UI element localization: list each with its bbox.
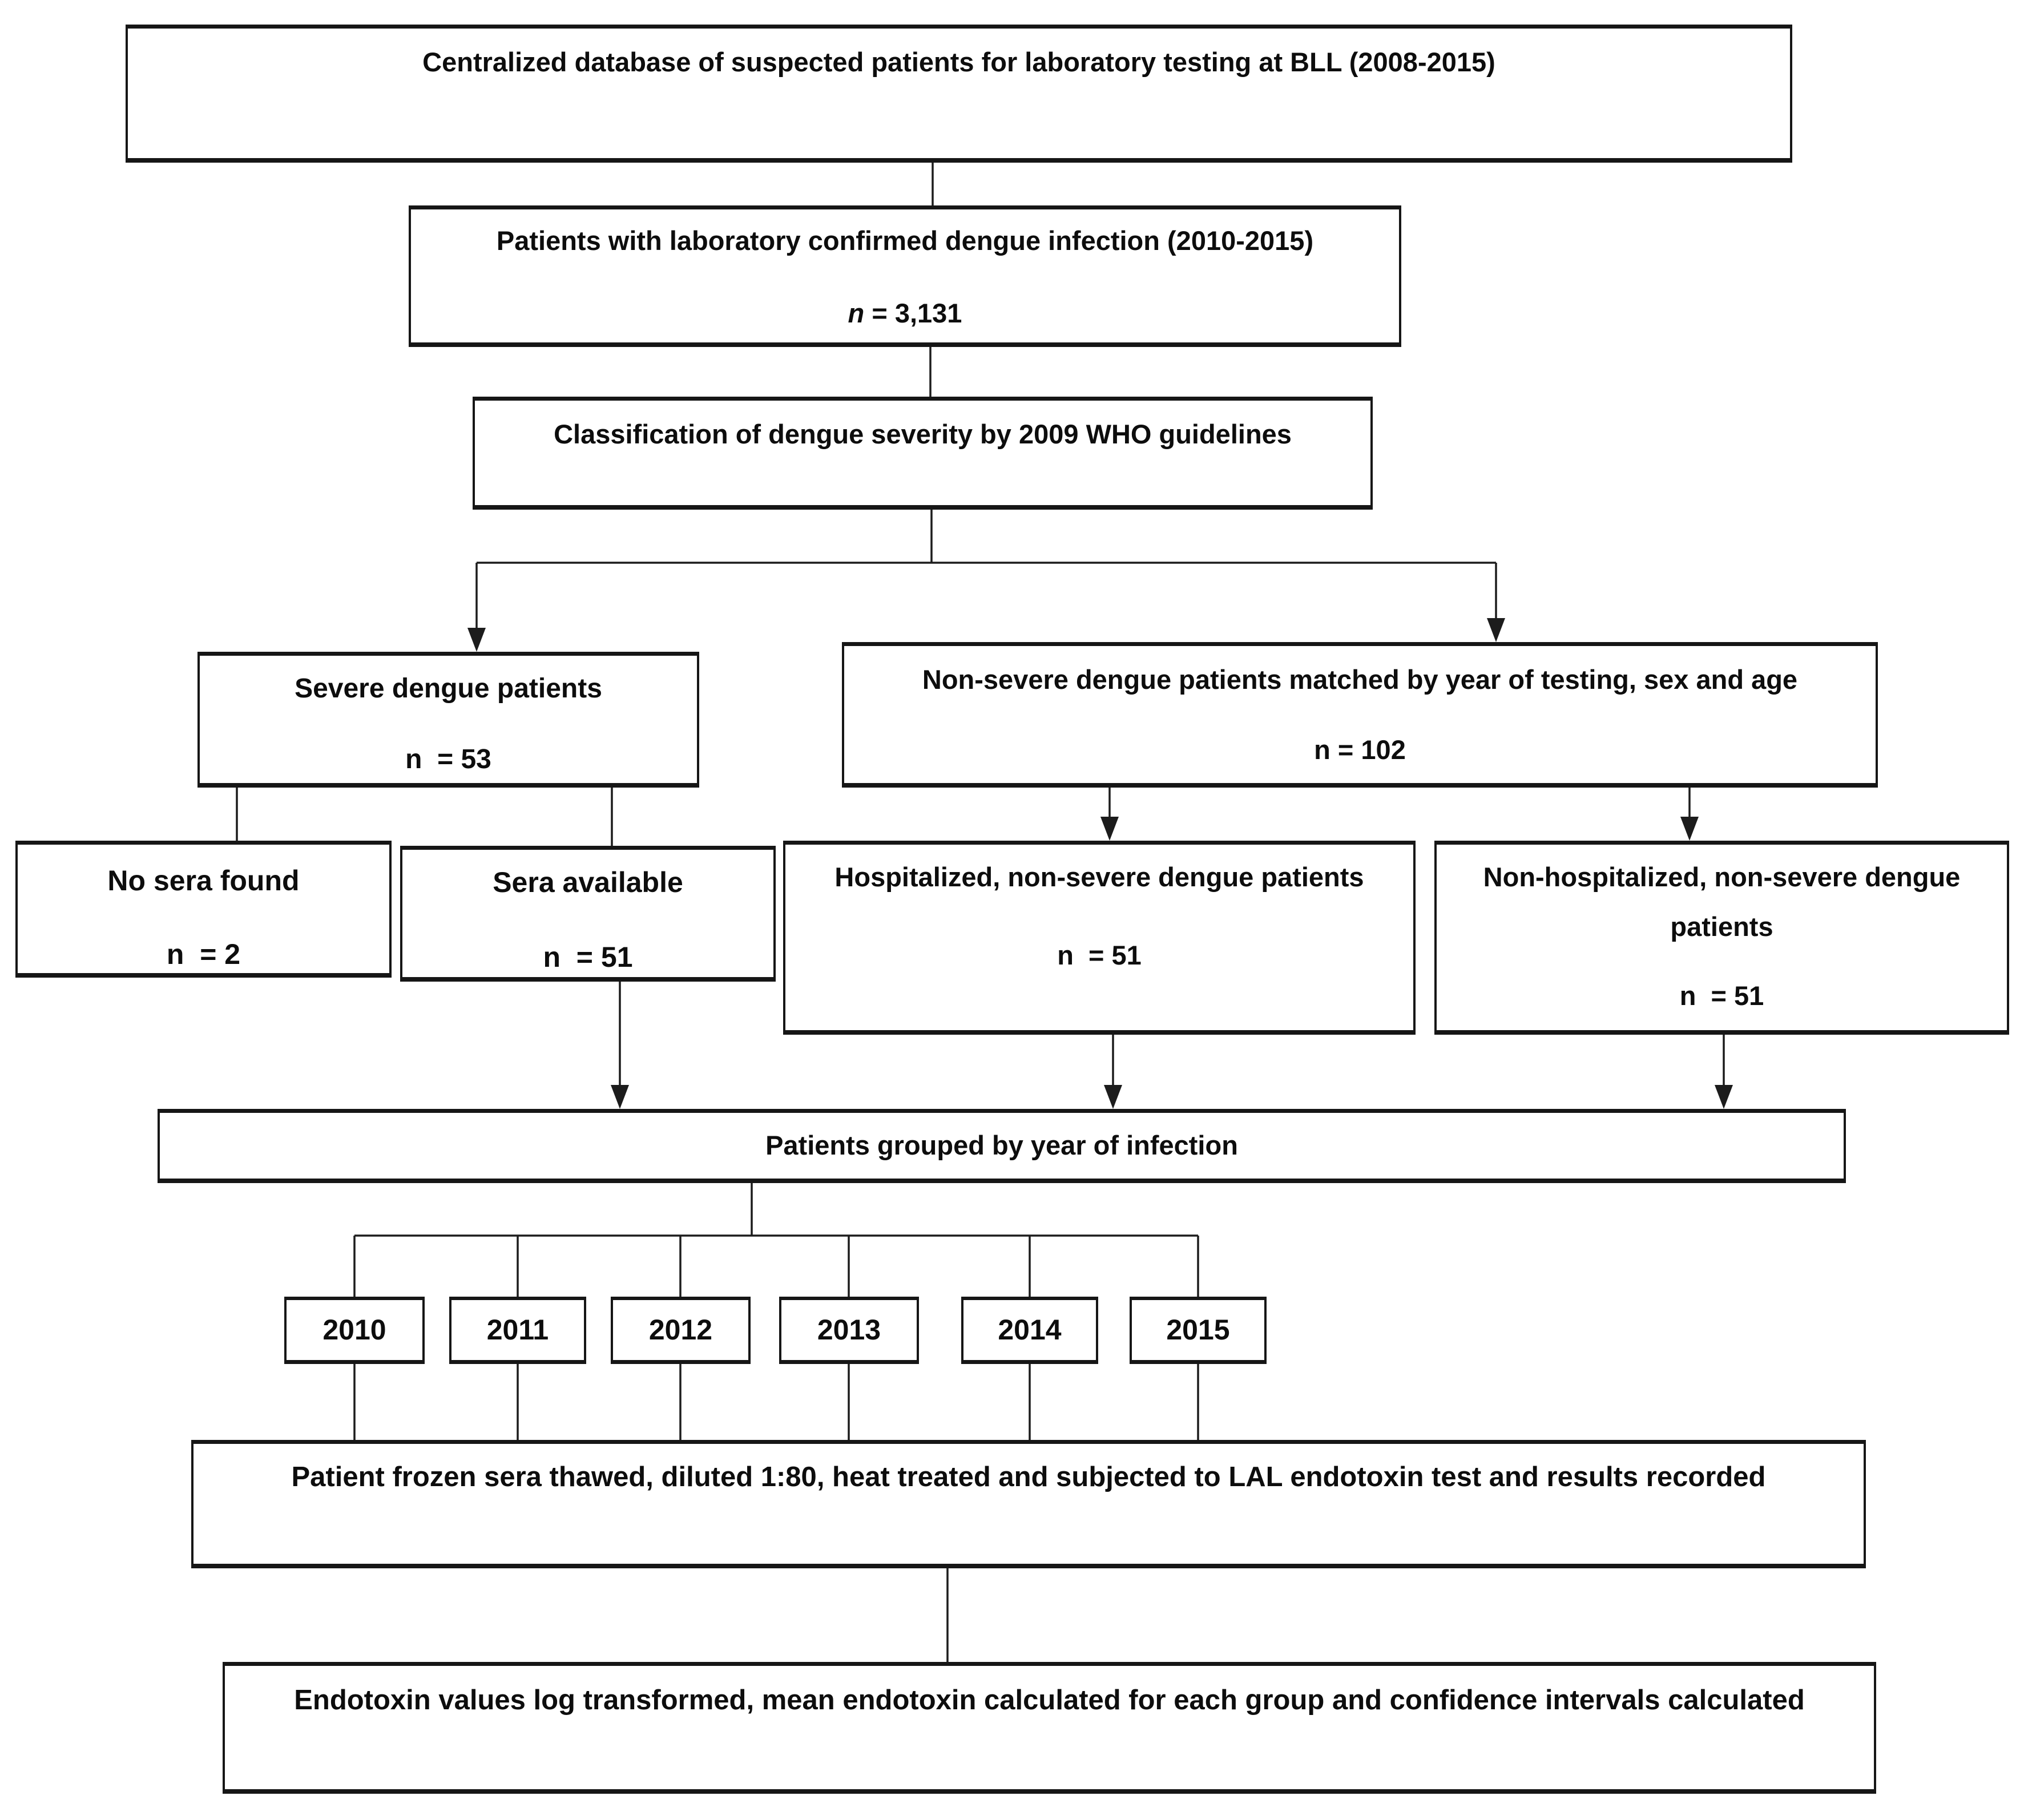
box-non-hospitalized: Non-hospitalized, non-severe dengue pati… (1434, 841, 2009, 1035)
year-label: 2015 (1166, 1314, 1230, 1346)
year-box-2014: 2014 (961, 1297, 1098, 1364)
box-non-hospitalized-text1: Non-hospitalized, non-severe dengue (1483, 862, 1961, 892)
year-box-2015: 2015 (1130, 1297, 1267, 1364)
box-hospitalized-n: n = 51 (1057, 939, 1142, 970)
box-no-sera-text: No sera found (107, 865, 300, 897)
box-endotoxin: Endotoxin values log transformed, mean e… (223, 1662, 1876, 1794)
n-value: = 3,131 (864, 297, 962, 328)
arrowhead (1487, 618, 1505, 642)
box-severe-text: Severe dengue patients (295, 673, 602, 704)
box-lal-test: Patient frozen sera thawed, diluted 1:80… (191, 1440, 1866, 1568)
year-label: 2012 (648, 1314, 713, 1346)
year-label: 2011 (486, 1314, 549, 1346)
box-sera-available: Sera available n = 51 (400, 846, 776, 982)
year-label: 2014 (998, 1314, 1062, 1346)
year-label: 2013 (817, 1314, 881, 1346)
box-non-hospitalized-text2: patients (1670, 911, 1773, 942)
box-lal-test-text: Patient frozen sera thawed, diluted 1:80… (291, 1462, 1766, 1492)
arrowhead (1715, 1085, 1733, 1109)
box-grouped-by-year: Patients grouped by year of infection (158, 1109, 1846, 1183)
box-confirmed-text: Patients with laboratory confirmed dengu… (496, 225, 1314, 256)
box-severe: Severe dengue patients n = 53 (197, 652, 699, 788)
box-classification-text: Classification of dengue severity by 200… (554, 419, 1292, 449)
box-hospitalized-text: Hospitalized, non-severe dengue patients (834, 862, 1364, 892)
arrowhead (467, 628, 486, 652)
box-confirmed: Patients with laboratory confirmed dengu… (409, 205, 1401, 347)
box-confirmed-n: n = 3,131 (848, 297, 962, 330)
box-hospitalized: Hospitalized, non-severe dengue patients… (783, 841, 1416, 1035)
box-classification: Classification of dengue severity by 200… (473, 397, 1373, 510)
box-database: Centralized database of suspected patien… (126, 25, 1792, 163)
box-non-severe-n: n = 102 (1314, 734, 1406, 765)
arrowhead (1680, 817, 1699, 841)
arrowhead (1104, 1085, 1122, 1109)
year-box-2012: 2012 (611, 1297, 751, 1364)
year-label: 2010 (322, 1314, 386, 1346)
arrowhead (1100, 817, 1119, 841)
year-box-2011: 2011 (449, 1297, 586, 1364)
box-endotoxin-text: Endotoxin values log transformed, mean e… (294, 1685, 1805, 1716)
box-non-severe-text: Non-severe dengue patients matched by ye… (922, 664, 1798, 695)
year-box-2013: 2013 (779, 1297, 919, 1364)
box-sera-available-n: n = 51 (543, 941, 633, 973)
arrowhead (611, 1085, 629, 1109)
box-non-hospitalized-n: n = 51 (1679, 980, 1764, 1011)
n-symbol: n (848, 297, 865, 328)
box-severe-n: n = 53 (405, 744, 491, 774)
year-box-2010: 2010 (284, 1297, 425, 1364)
box-non-severe: Non-severe dengue patients matched by ye… (842, 642, 1878, 788)
box-no-sera-n: n = 2 (166, 938, 241, 970)
box-sera-available-text: Sera available (493, 866, 683, 898)
box-database-text: Centralized database of suspected patien… (422, 47, 1495, 77)
box-no-sera: No sera found n = 2 (15, 841, 392, 978)
box-grouped-by-year-text: Patients grouped by year of infection (765, 1130, 1238, 1161)
